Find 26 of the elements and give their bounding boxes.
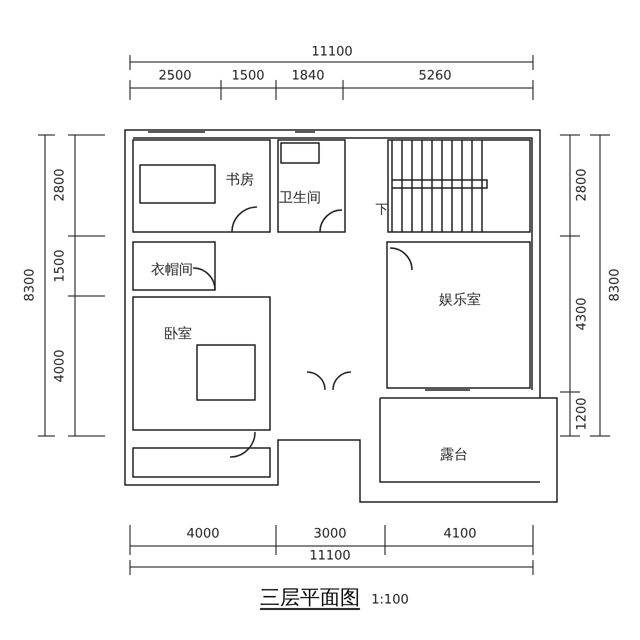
- room-name: 卧室: [164, 327, 192, 341]
- dimension-value: 11100: [311, 46, 353, 58]
- room-name: 衣帽间: [151, 263, 193, 277]
- dimension-value: 5260: [418, 70, 452, 82]
- dimension-value: 1500: [231, 70, 265, 82]
- dimension-value: 4100: [443, 528, 477, 540]
- dimension-value: 11100: [309, 550, 351, 562]
- dimension-value: 2500: [158, 70, 192, 82]
- dimension-value: 4000: [186, 528, 220, 540]
- dimension-value: 1840: [291, 70, 325, 82]
- drawing-title: 三层平面图: [260, 586, 360, 610]
- dimension-value: 3000: [313, 528, 347, 540]
- stair-direction-label: 下: [376, 204, 388, 216]
- drawing-scale: 1:100: [371, 594, 409, 606]
- dimension-value: 2800: [576, 168, 588, 202]
- room-name: 娱乐室: [439, 293, 481, 307]
- dimension-value: 8300: [608, 268, 622, 302]
- room-name: 露台: [440, 448, 468, 462]
- room-name: 书房: [226, 173, 254, 187]
- dimension-value: 4300: [576, 297, 588, 331]
- dimension-value: 4000: [54, 349, 66, 383]
- room-name: 卫生间: [279, 191, 321, 205]
- dimension-value: 1200: [576, 397, 588, 431]
- dimension-value: 1500: [54, 249, 66, 283]
- dimension-value: 8300: [24, 268, 36, 302]
- dimension-value: 2800: [54, 168, 66, 202]
